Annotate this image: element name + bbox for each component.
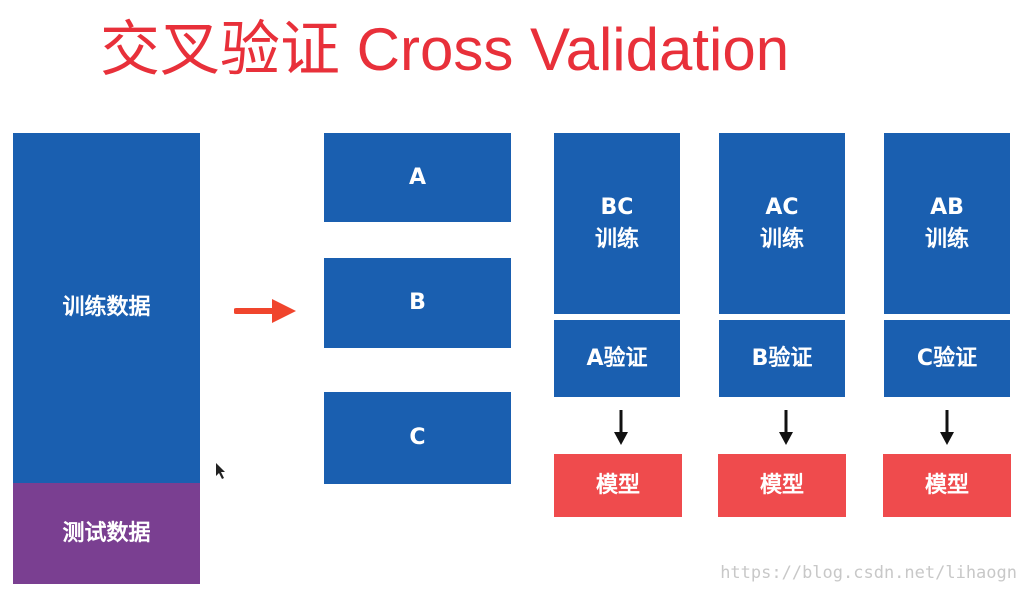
arrow-down-icon — [940, 410, 954, 445]
fold-train-sets: AC — [765, 194, 799, 220]
split-label: A — [408, 164, 427, 190]
fold-1-train-block: BC 训练 — [554, 133, 680, 314]
split-block-b: B — [324, 258, 511, 348]
fold-validate-label: A验证 — [586, 345, 648, 371]
arrow-right-icon — [234, 299, 296, 323]
split-label: B — [409, 290, 426, 315]
fold-2-model-block: 模型 — [718, 454, 846, 517]
fold-train-label: 训练 — [759, 226, 804, 252]
split-label: C — [409, 425, 426, 450]
arrow-down-icon — [614, 410, 628, 445]
fold-2-train-block: AC 训练 — [719, 133, 845, 314]
fold-train-label: 训练 — [594, 226, 639, 252]
split-block-c: C — [324, 392, 511, 484]
fold-2-validate-block: B验证 — [719, 320, 845, 397]
train-data-block: 训练数据 — [13, 133, 200, 483]
watermark: https://blog.csdn.net/lihaogn — [720, 563, 1017, 583]
arrow-down-icon — [779, 410, 793, 445]
fold-validate-label: C验证 — [916, 345, 978, 371]
page-title: 交叉验证 Cross Validation — [100, 16, 790, 83]
fold-1-validate-block: A验证 — [554, 320, 680, 397]
fold-1-model-block: 模型 — [554, 454, 682, 517]
fold-train-sets: AB — [930, 194, 964, 220]
test-data-label: 测试数据 — [62, 520, 151, 546]
model-label: 模型 — [595, 472, 640, 498]
fold-3-train-block: AB 训练 — [884, 133, 1010, 314]
fold-3-model-block: 模型 — [883, 454, 1011, 517]
fold-3-validate-block: C验证 — [884, 320, 1010, 397]
fold-train-sets: BC — [600, 194, 634, 220]
fold-train-label: 训练 — [924, 226, 969, 252]
test-data-block: 测试数据 — [13, 483, 200, 584]
model-label: 模型 — [759, 472, 804, 498]
split-block-a: A — [324, 133, 511, 222]
fold-validate-label: B验证 — [751, 345, 813, 371]
mouse-pointer-icon — [216, 463, 225, 479]
model-label: 模型 — [924, 472, 969, 498]
train-data-label: 训练数据 — [62, 295, 151, 320]
